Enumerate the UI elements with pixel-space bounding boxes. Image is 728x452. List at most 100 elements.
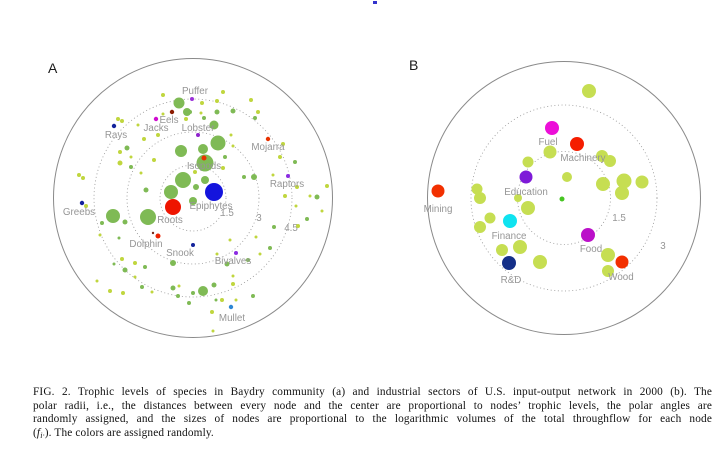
panel-a-node [155,233,161,239]
panel-a-node [265,136,271,142]
panel-b-node [502,256,516,270]
panel-a-node [283,194,287,198]
panel-b-node [521,201,535,215]
panel-a-node [193,170,197,174]
panel-a-label-Snook: Snook [166,248,194,259]
panel-a-node [234,251,238,255]
panel-b-node [496,244,508,256]
panel-a-node [98,233,102,237]
panel-a-letter: A [48,60,58,76]
panel-a-node [156,133,160,137]
panel-b-ring-1.5 [517,151,611,245]
panel-a-node [229,133,233,137]
panel-b-node [533,255,547,269]
panel-a-node [112,262,116,266]
panel-a-label-Jacks: Jacks [143,123,168,134]
panel-a-node [136,123,140,127]
panel-a-node [308,194,312,198]
panel-a-node [120,119,124,123]
panel-b-letter: B [409,57,418,73]
panel-b-label-R&D: R&D [501,275,522,286]
panel-a-node [305,217,309,221]
caption-line-2: polar radii, i.e., the distances between… [33,399,712,412]
panel-a-node [191,243,195,247]
panel-b-label-Education: Education [504,187,548,198]
panel-a-node [175,172,191,188]
panel-a-node [258,252,262,256]
panel-b-node [484,212,496,224]
panel-a-node [153,116,159,122]
panel-a-node [210,310,214,314]
panel-a-node [214,298,218,302]
figure-caption: FIG. 2. Trophic levels of species in Bay… [33,386,712,442]
panel-a-node [108,289,112,293]
panel-a-node [296,224,300,228]
panel-a-node [122,267,128,273]
panel-a-node [170,260,176,266]
panel-a-node [209,120,219,130]
panel-a-node [251,294,255,298]
panel-a-ring-4.5 [93,98,293,298]
panel-a-node [116,117,120,121]
panel-a-node [246,258,250,262]
panel-b-node [570,137,584,151]
panel-a-label-Greebs: Greebs [63,207,95,218]
panel-a-node [117,236,121,240]
panel-a-node [215,99,219,103]
caption-line-3: randomly assigned, and the sizes of node… [33,413,712,425]
panel-a-ring-label-1.5: 1.5 [220,208,234,219]
panel-a-node [272,225,276,229]
panel-a-label-Isopods: Isopods [187,161,221,172]
panel-a-node [221,90,225,94]
panel-a-node [201,155,207,161]
panel-a-label-Eels: Eels [159,115,178,126]
panel-b-node [431,184,445,198]
panel-a-node [256,110,260,114]
panel-a-node [210,135,226,151]
panel-a-node [249,98,253,102]
panel-b-node [543,145,557,159]
panel-b-node [602,265,614,277]
panel-a-node [118,150,122,154]
panel-a-node [121,291,125,295]
panel-b-node [596,177,610,191]
panel-a-node [129,165,133,169]
panel-a-node [231,144,235,148]
panel-a-ring-3 [126,131,260,265]
panel-a-node [170,285,176,291]
panel-a-node [143,265,147,269]
panel-a-node [191,291,195,295]
panel-a-node [111,123,117,129]
panel-b-ring-3 [470,104,658,292]
panel-b-label-Wood: Wood [608,272,633,283]
panel-a-label-Bivalves: Bivalves [215,256,252,267]
panel-a-node [211,329,215,333]
panel-a-node [106,209,120,223]
panel-a-node [142,137,146,141]
panel-a-node [268,246,272,250]
panel-a-node [184,117,188,121]
panel-b-node [514,194,522,202]
panel-a-node [242,175,246,179]
panel-a-ring-1.5 [159,164,227,232]
panel-a-label-Dolphin: Dolphin [129,239,162,250]
panel-b-node [616,173,632,189]
panel-a-node [198,144,208,154]
panel-a-node [133,275,137,279]
panel-b-node [604,155,616,167]
panel-a-node [164,185,178,199]
panel-a-node [200,101,204,105]
panel-a-node [150,290,154,294]
panel-a-node [177,284,181,288]
panel-a-label-Raptors: Raptors [270,179,304,190]
panel-a-label-Lobster: Lobster [182,123,215,134]
panel-b-ring-label-3: 3 [660,241,666,252]
panel-b-label-Machinery: Machinery [560,153,605,164]
panel-b-node [474,221,486,233]
panel-b-ring-label-1.5: 1.5 [612,213,626,224]
panel-a-node [215,252,219,256]
panel-a-node [187,301,191,305]
panel-a-ring-label-4.5: 4.5 [284,223,298,234]
panel-a-node [165,199,181,215]
